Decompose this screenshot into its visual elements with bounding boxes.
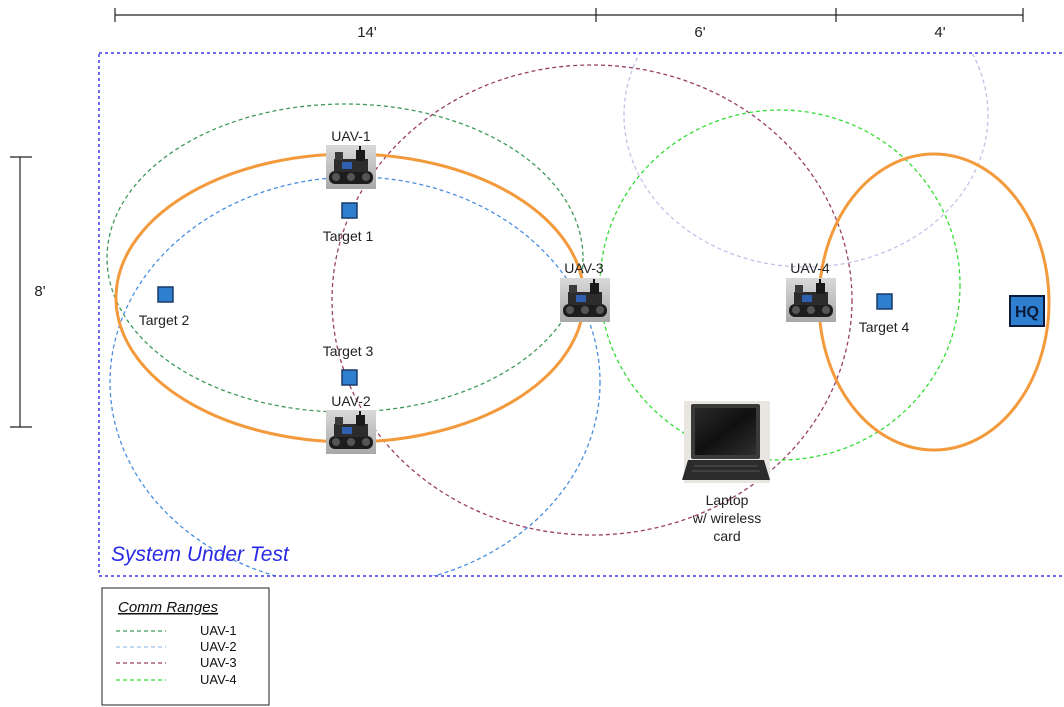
target4[interactable]: Target 4 (859, 293, 910, 335)
target3-marker-icon (341, 369, 358, 386)
laptop-label-line1: Laptop (706, 492, 749, 508)
target1-marker-icon (341, 202, 358, 219)
hq-marker-icon (1009, 295, 1045, 327)
horizontal-dimension-bar (114, 8, 1024, 22)
target2-label: Target 2 (139, 312, 190, 328)
uav1-label: UAV-1 (331, 128, 371, 144)
target2[interactable]: Target 2 (139, 286, 190, 328)
target3[interactable]: Target 3 (323, 343, 374, 386)
uav4-robot-icon (785, 277, 837, 323)
hq-label: HQ (1015, 304, 1039, 321)
dimension-6ft: 6' (694, 24, 705, 41)
legend-item-label: UAV-4 (200, 672, 237, 687)
laptop[interactable]: Laptop w/ wireless card (682, 401, 770, 544)
uav4-label: UAV-4 (790, 260, 830, 276)
legend-title: Comm Ranges (118, 599, 219, 616)
dimension-4ft: 4' (934, 24, 945, 41)
hq[interactable]: HQ (1009, 295, 1045, 327)
target1-label: Target 1 (323, 228, 374, 244)
legend-item-label: UAV-2 (200, 639, 237, 654)
legend-item-uav2: UAV-2 (116, 639, 237, 654)
legend-item-label: UAV-1 (200, 623, 237, 638)
uav2-label: UAV-2 (331, 393, 371, 409)
laptop-label-line3: card (713, 528, 740, 544)
uav3-comm-range (331, 64, 853, 536)
dimension-14ft: 14' (357, 24, 377, 41)
uav3-label: UAV-3 (564, 260, 604, 276)
target4-label: Target 4 (859, 319, 910, 335)
laptop-label-line2: w/ wireless (692, 510, 761, 526)
legend-item-uav3: UAV-3 (116, 655, 237, 670)
uav4-comm-range (599, 109, 961, 461)
uav2-robot-icon (325, 409, 377, 455)
target2-marker-icon (157, 286, 174, 303)
uav1[interactable]: UAV-1 (325, 128, 377, 190)
vertical-dimension-bar (10, 156, 32, 428)
system-boundary (98, 52, 1064, 577)
uav3-robot-icon (559, 277, 611, 323)
uav3[interactable]: UAV-3 (559, 260, 611, 323)
system-under-test-label: System Under Test (111, 543, 290, 566)
legend-item-uav4: UAV-4 (116, 672, 237, 687)
target1[interactable]: Target 1 (323, 202, 374, 244)
target4-marker-icon (876, 293, 893, 310)
uav4-secondary-range (623, 52, 989, 268)
uav2-comm-range (109, 176, 601, 576)
legend-item-uav1: UAV-1 (116, 623, 237, 638)
comm-ranges-legend: Comm Ranges UAV-1 UAV-2 UAV-3 UAV-4 (101, 587, 270, 706)
legend-item-label: UAV-3 (200, 655, 237, 670)
uav1-robot-icon (325, 144, 377, 190)
uav4[interactable]: UAV-4 (785, 260, 837, 323)
uav2[interactable]: UAV-2 (325, 393, 377, 455)
dimension-8ft: 8' (34, 283, 45, 300)
target3-label: Target 3 (323, 343, 374, 359)
laptop-icon (682, 401, 770, 483)
